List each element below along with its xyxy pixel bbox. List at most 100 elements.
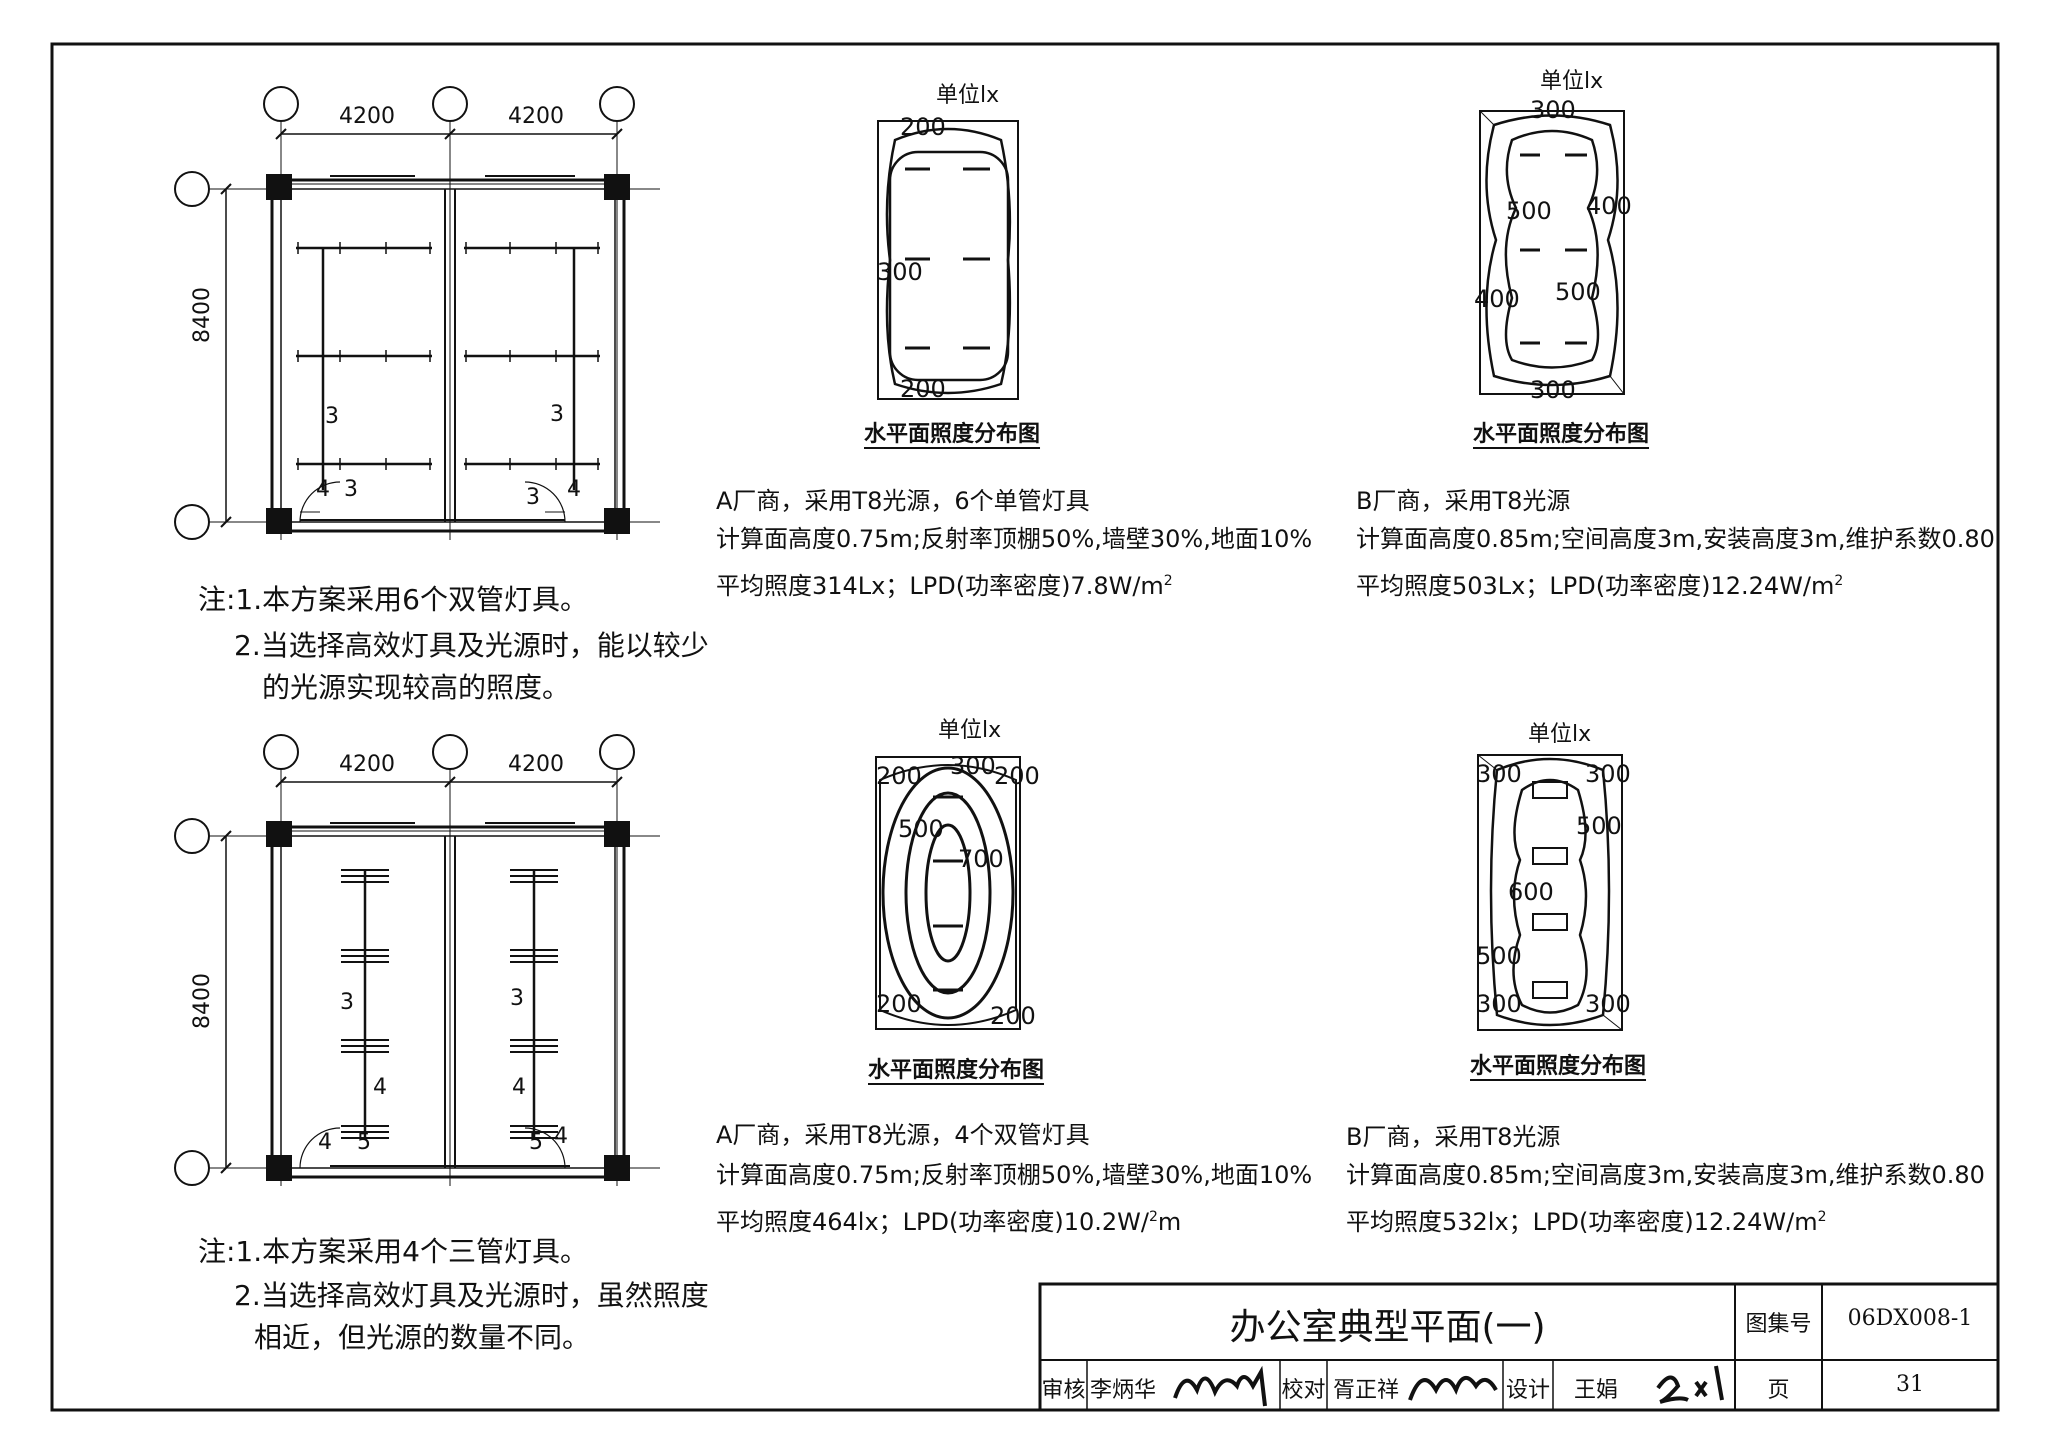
plan-b-circuit-door-right-b: 4 xyxy=(554,1124,568,1149)
plan-a-span-1: 4200 xyxy=(339,104,395,129)
iso-3-label-tl: 200 xyxy=(876,762,922,790)
plan-a-note-2: 2.当选择高效灯具及光源时，能以较少 xyxy=(234,629,709,662)
iso-3-unit: 单位lx xyxy=(938,718,1002,743)
iso-4-label-bl: 300 xyxy=(1476,990,1522,1018)
iso-2-desc-3: 平均照度503Lx；LPD(功率密度)12.24W/m2 xyxy=(1356,566,1843,601)
signature-designer xyxy=(1656,1365,1724,1404)
iso-2-desc-3-sup: 2 xyxy=(1834,573,1844,589)
page-label: 页 xyxy=(1767,1378,1790,1403)
iso-2-unit: 单位lx xyxy=(1540,69,1604,94)
iso-1-desc-3-text: 平均照度314Lx；LPD(功率密度)7.8W/m xyxy=(716,572,1164,600)
atlas-number: 06DX008-1 xyxy=(1847,1306,1973,1331)
plan-b-depth: 8400 xyxy=(190,973,215,1029)
iso-3-label-br: 200 xyxy=(990,1002,1036,1030)
iso-1-desc-1: A厂商，采用T8光源，6个单管灯具 xyxy=(716,487,1090,515)
plan-b-circuit-door-left-a: 4 xyxy=(318,1130,332,1155)
floor-plan-b xyxy=(174,734,660,1186)
iso-4-label-a: 500 xyxy=(1576,812,1622,840)
plan-b-circuit-left-4: 4 xyxy=(373,1075,387,1100)
iso-4-unit: 单位lx xyxy=(1528,722,1592,747)
iso-3-label-bl: 200 xyxy=(876,990,922,1018)
plan-b-span-1: 4200 xyxy=(339,752,395,777)
iso-4-label-b: 600 xyxy=(1508,878,1554,906)
atlas-number-label: 图集号 xyxy=(1745,1312,1812,1337)
reviewer-name: 李炳华 xyxy=(1090,1378,1157,1403)
design-label: 设计 xyxy=(1505,1378,1550,1403)
plan-a-span-2: 4200 xyxy=(508,104,564,129)
signature-checker xyxy=(1408,1376,1498,1401)
iso-3-desc-3-sup: 2 xyxy=(1148,1209,1158,1225)
iso-3-label-tc: 300 xyxy=(950,752,996,780)
plan-b-span-2: 4200 xyxy=(508,752,564,777)
drawing-title: 办公室典型平面(一) xyxy=(1229,1307,1546,1348)
iso-2-label-bottom: 300 xyxy=(1530,376,1576,404)
plan-a-circuit-door-left-a: 4 xyxy=(316,477,330,502)
iso-2-label-d: 500 xyxy=(1555,278,1601,306)
iso-3-label-a: 500 xyxy=(898,815,944,843)
iso-2-label-a: 500 xyxy=(1506,197,1552,225)
iso-1-label-mid: 300 xyxy=(877,258,923,286)
iso-3-desc-3-text: 平均照度464lx；LPD(功率密度)10.2W/ xyxy=(716,1208,1149,1236)
iso-4-label-c: 500 xyxy=(1476,942,1522,970)
plan-b-circuit-left-3: 3 xyxy=(340,990,354,1015)
iso-3-desc-2: 计算面高度0.75m;反射率顶棚50%,墙壁30%,地面10% xyxy=(716,1161,1313,1189)
plan-a-note-3: 的光源实现较高的照度。 xyxy=(262,671,571,704)
plan-b-circuit-right-3: 3 xyxy=(510,986,524,1011)
page-number: 31 xyxy=(1896,1372,1924,1397)
plan-a-circuit-door-left-b: 3 xyxy=(344,477,358,502)
iso-1-desc-3-sup: 2 xyxy=(1163,573,1173,589)
iso-1-desc-3: 平均照度314Lx；LPD(功率密度)7.8W/m2 xyxy=(716,566,1173,601)
plan-b-circuit-right-4: 4 xyxy=(512,1075,526,1100)
isolux-diagram-1 xyxy=(877,120,1019,400)
iso-3-desc-3-tail: m xyxy=(1157,1208,1182,1236)
plan-b-note-2: 2.当选择高效灯具及光源时，虽然照度 xyxy=(234,1279,709,1312)
isolux-diagram-3 xyxy=(875,756,1021,1030)
iso-4-desc-2: 计算面高度0.85m;空间高度3m,安装高度3m,维护系数0.80 xyxy=(1346,1161,1985,1189)
iso-4-desc-3-sup: 2 xyxy=(1817,1209,1827,1225)
check-label: 校对 xyxy=(1281,1378,1326,1403)
iso-4-desc-3-text: 平均照度532lx；LPD(功率密度)12.24W/m xyxy=(1346,1208,1818,1236)
plan-a-note-1: 注:1.本方案采用6个双管灯具。 xyxy=(198,583,588,616)
iso-3-label-b: 700 xyxy=(958,845,1004,873)
iso-1-unit: 单位lx xyxy=(936,83,1000,108)
isolux-diagram-2 xyxy=(1479,110,1625,395)
floor-plan-a xyxy=(174,86,660,540)
checker-name: 胥正祥 xyxy=(1333,1378,1400,1403)
designer-name: 王娟 xyxy=(1574,1378,1619,1403)
iso-3-caption: 水平面照度分布图 xyxy=(868,1058,1045,1083)
iso-4-caption: 水平面照度分布图 xyxy=(1470,1054,1647,1079)
iso-2-desc-3-text: 平均照度503Lx；LPD(功率密度)12.24W/m xyxy=(1356,572,1835,600)
iso-4-label-tl: 300 xyxy=(1476,760,1522,788)
iso-1-desc-2: 计算面高度0.75m;反射率顶棚50%,墙壁30%,地面10% xyxy=(716,525,1313,553)
iso-1-label-top: 200 xyxy=(900,113,946,141)
iso-4-label-tr: 300 xyxy=(1585,760,1631,788)
plan-b-circuit-door-right-a: 5 xyxy=(529,1130,543,1155)
iso-4-desc-1: B厂商，采用T8光源 xyxy=(1346,1123,1561,1151)
iso-4-label-br: 300 xyxy=(1585,990,1631,1018)
iso-2-label-b: 400 xyxy=(1586,192,1632,220)
iso-4-desc-3: 平均照度532lx；LPD(功率密度)12.24W/m2 xyxy=(1346,1202,1827,1237)
plan-a-circuit-door-right-a: 3 xyxy=(526,485,540,510)
iso-2-desc-2: 计算面高度0.85m;空间高度3m,安装高度3m,维护系数0.80 xyxy=(1356,525,1995,553)
plan-b-circuit-door-left-b: 5 xyxy=(357,1130,371,1155)
isolux-diagram-4 xyxy=(1477,754,1623,1031)
iso-1-caption: 水平面照度分布图 xyxy=(864,422,1041,447)
plan-a-depth: 8400 xyxy=(190,287,215,343)
plan-b-note-1: 注:1.本方案采用4个三管灯具。 xyxy=(198,1235,588,1268)
iso-3-desc-3: 平均照度464lx；LPD(功率密度)10.2W/2m xyxy=(716,1202,1181,1237)
title-block-frame xyxy=(1038,1282,2000,1412)
signature-reviewer xyxy=(1173,1365,1267,1407)
iso-3-desc-1: A厂商，采用T8光源，4个双管灯具 xyxy=(716,1121,1090,1149)
iso-2-label-c: 400 xyxy=(1474,285,1520,313)
iso-1-label-bottom: 200 xyxy=(900,375,946,403)
plan-a-circuit-right: 3 xyxy=(550,402,564,427)
iso-2-caption: 水平面照度分布图 xyxy=(1473,422,1650,447)
iso-2-label-top: 300 xyxy=(1530,96,1576,124)
iso-3-label-tr: 200 xyxy=(994,762,1040,790)
plan-b-note-3: 相近，但光源的数量不同。 xyxy=(254,1321,591,1354)
plan-a-circuit-door-right-b: 4 xyxy=(567,477,581,502)
sheet-border xyxy=(50,42,2000,1412)
iso-2-desc-1: B厂商，采用T8光源 xyxy=(1356,487,1571,515)
